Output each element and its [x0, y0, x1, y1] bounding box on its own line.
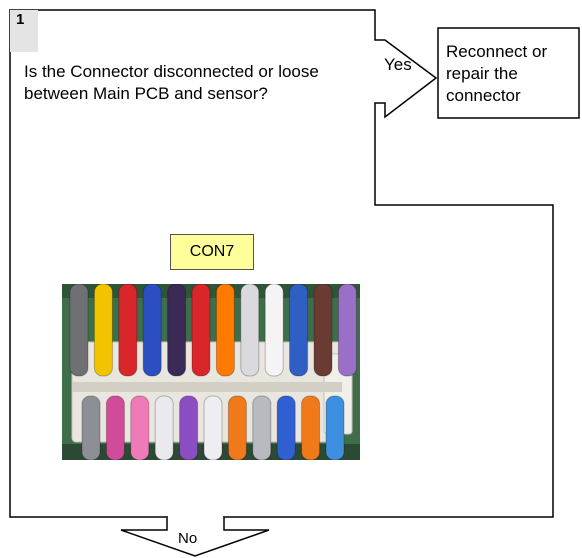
wire-top-8: [240, 284, 260, 377]
bottom-row-wires: [81, 395, 345, 460]
no-arrow: [120, 517, 270, 557]
wire-bottom-7: [227, 395, 247, 460]
wire-top-7: [215, 284, 235, 377]
yes-label: Yes: [384, 55, 412, 74]
wire-bottom-2: [105, 395, 125, 460]
step-number: 1: [16, 11, 25, 28]
wire-bottom-10: [301, 395, 321, 460]
connector-photo: [62, 284, 360, 460]
wire-top-6: [191, 284, 211, 377]
wire-top-9: [264, 284, 284, 377]
wire-top-12: [337, 284, 357, 377]
top-row-wires: [69, 284, 357, 377]
wire-bottom-3: [130, 395, 150, 460]
wire-bottom-11: [325, 395, 345, 460]
wire-top-1: [69, 284, 89, 377]
wire-top-5: [167, 284, 187, 377]
wire-bottom-6: [203, 395, 223, 460]
action-box: [437, 27, 580, 119]
wire-bottom-1: [81, 395, 101, 460]
wire-top-3: [118, 284, 138, 377]
connector-tag: CON7: [170, 234, 254, 270]
wire-bottom-5: [179, 395, 199, 460]
question-text: Is the Connector disconnected or loose b…: [24, 62, 319, 103]
no-label: No: [178, 530, 198, 547]
wire-bottom-9: [276, 395, 296, 460]
wire-top-10: [289, 284, 309, 377]
wire-top-11: [313, 284, 333, 377]
wire-bottom-4: [154, 395, 174, 460]
wire-top-4: [142, 284, 162, 377]
step-badge: [10, 10, 38, 52]
wire-top-2: [93, 284, 113, 377]
action-text: Reconnect or repair the connector: [446, 42, 548, 105]
wire-bottom-8: [252, 395, 272, 460]
